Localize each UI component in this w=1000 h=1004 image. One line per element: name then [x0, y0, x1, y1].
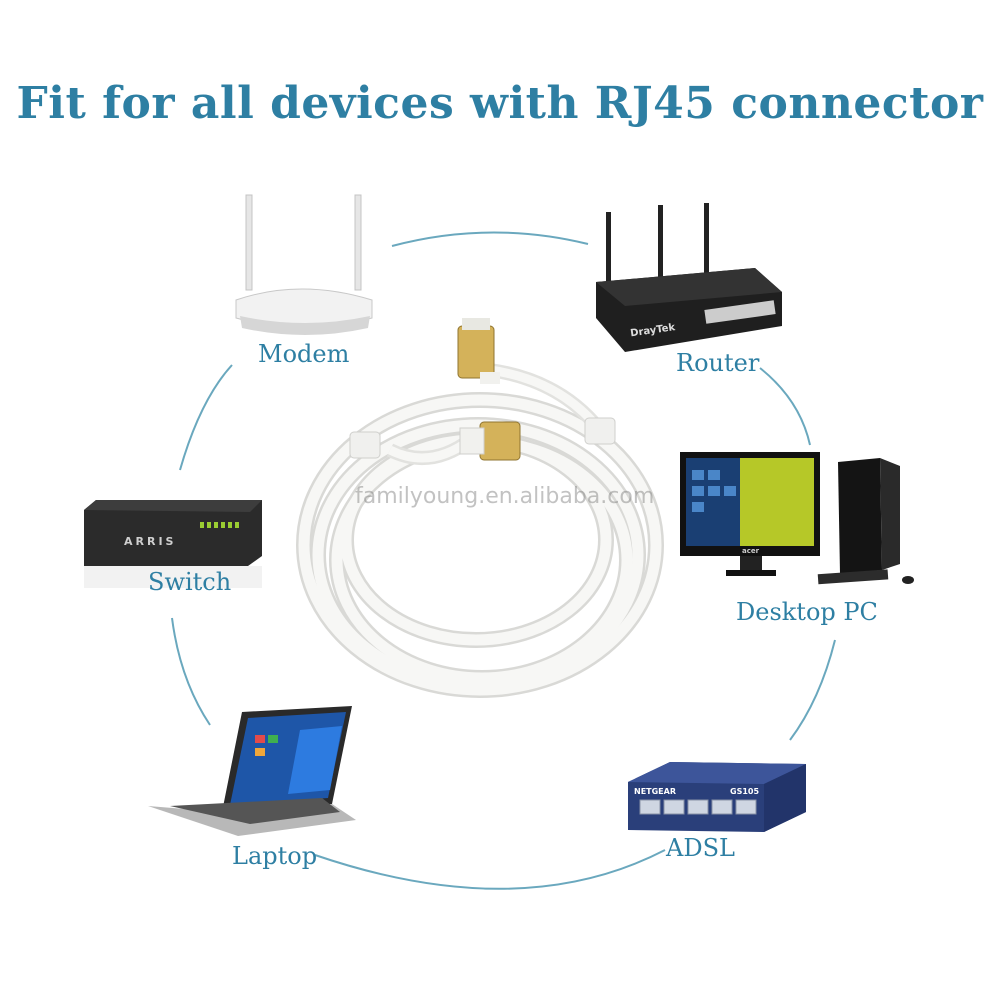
ring-arc-left-lower	[171, 617, 211, 726]
router-label: Router	[676, 349, 760, 377]
ring-arc-bottom	[314, 849, 666, 890]
desktop-brand-text: acer	[742, 547, 760, 555]
adsl-model-text: GS105	[730, 787, 759, 796]
ring-arc-top	[391, 231, 589, 247]
rj45-plug-lower	[459, 421, 521, 461]
rj45-plug-upper	[457, 318, 500, 384]
connection-ring	[171, 231, 836, 890]
network-switch-icon: NETGEAR GS105	[628, 762, 806, 832]
ring-arc-right-lower	[789, 639, 836, 741]
modem-label: Modem	[258, 340, 350, 368]
laptop-label: Laptop	[232, 842, 318, 870]
switch-icon: ARRIS	[84, 500, 262, 588]
ring-arc-left-upper	[179, 364, 233, 471]
router-icon: DrayTek	[596, 203, 782, 352]
switch-label: Switch	[148, 568, 232, 596]
adsl-label: ADSL	[666, 834, 735, 862]
page-title: Fit for all devices with RJ45 connector	[16, 78, 984, 129]
wifi-modem-icon	[235, 194, 373, 335]
watermark-text: familyoung.en.alibaba.com	[355, 484, 655, 509]
desktop-pc-icon: acer	[680, 452, 914, 585]
desktop-pc-label: Desktop PC	[736, 598, 878, 626]
laptop-icon	[148, 706, 356, 836]
switch-brand-text: ARRIS	[124, 535, 176, 548]
ring-arc-right-upper	[759, 367, 811, 446]
adsl-brand-text: NETGEAR	[634, 787, 676, 796]
ethernet-cable-icon	[296, 318, 664, 698]
